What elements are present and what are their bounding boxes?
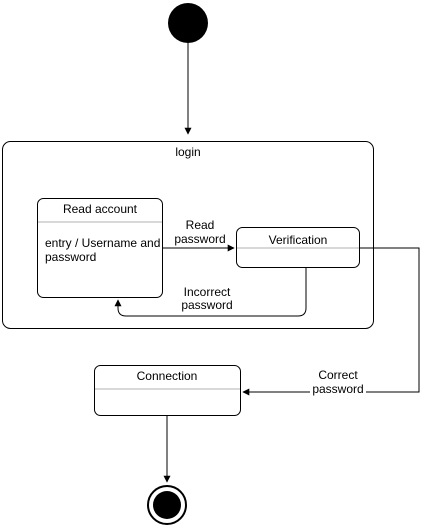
read-account-title: Read account — [63, 202, 138, 216]
incorrect-password-arrow — [114, 268, 307, 317]
login-state-label: login — [175, 145, 200, 159]
incorrect-password-label-line2: password — [181, 298, 232, 312]
read-account-box — [37, 198, 163, 298]
initial-state-node[interactable] — [168, 3, 208, 43]
incorrect-password-label-line1: Incorrect — [184, 285, 231, 299]
read-account-entry-line2: password — [45, 250, 96, 264]
correct-password-label-line1: Correct — [318, 368, 358, 382]
read-password-label-line2: password — [174, 232, 225, 246]
connection-title: Connection — [137, 369, 198, 383]
verification-title: Verification — [269, 233, 328, 247]
correct-password-label-bg — [310, 369, 366, 397]
correct-password-label-line2: password — [312, 382, 363, 396]
verification-box — [236, 227, 360, 268]
read-password-label-line1: Read — [186, 218, 215, 232]
final-state-inner-dot — [153, 491, 181, 519]
read-account-state[interactable]: Read account entry / Username and passwo… — [37, 198, 163, 298]
connection-state[interactable]: Connection — [94, 365, 241, 416]
connection-box — [94, 365, 241, 416]
verification-state[interactable]: Verification — [236, 227, 360, 268]
final-state-node[interactable] — [147, 485, 187, 525]
read-account-entry-line1: entry / Username and — [45, 236, 160, 250]
